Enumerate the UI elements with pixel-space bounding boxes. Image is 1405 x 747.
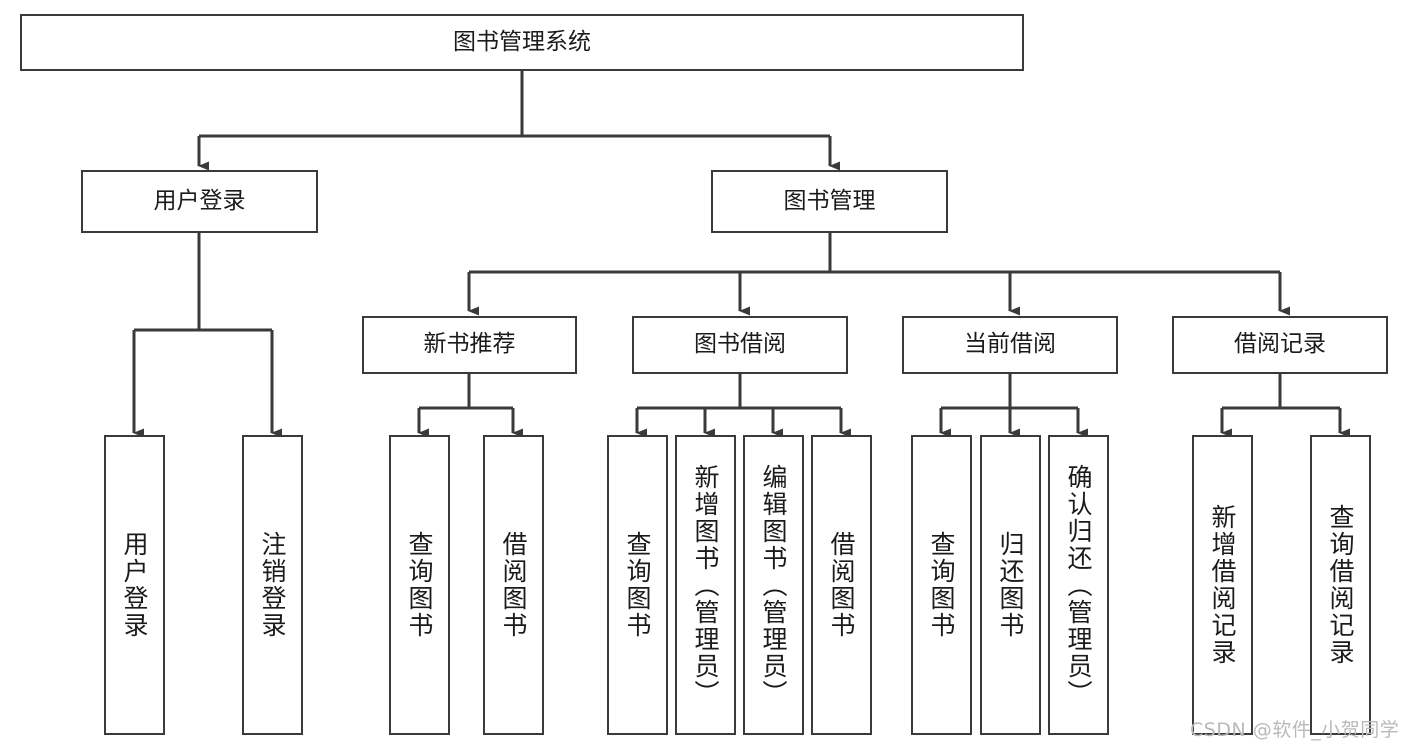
leaf-current-query-book[interactable]: 查询图书	[911, 435, 972, 735]
node-label: 归还图书	[996, 531, 1025, 639]
leaf-current-return-book[interactable]: 归还图书	[980, 435, 1041, 735]
node-label: 借阅图书	[499, 531, 528, 639]
node-label: 图书管理系统	[453, 28, 591, 55]
node-label: 注销登录	[258, 531, 287, 639]
node-current-borrow[interactable]: 当前借阅	[902, 316, 1118, 374]
node-book-management[interactable]: 图书管理	[711, 170, 948, 233]
node-root-system[interactable]: 图书管理系统	[20, 14, 1024, 71]
leaf-logout[interactable]: 注销登录	[242, 435, 303, 735]
node-label: 新增图书（管理员）	[691, 463, 720, 707]
node-book-borrow[interactable]: 图书借阅	[632, 316, 848, 374]
leaf-current-confirm-return-admin[interactable]: 确认归还（管理员）	[1048, 435, 1109, 735]
node-label: 确认归还（管理员）	[1064, 463, 1093, 707]
leaf-record-add-record[interactable]: 新增借阅记录	[1192, 435, 1253, 735]
node-borrow-record[interactable]: 借阅记录	[1172, 316, 1388, 374]
node-label: 用户登录	[153, 187, 246, 214]
csdn-watermark: CSDN @软件_小贺同学	[1190, 719, 1400, 741]
node-label: 当前借阅	[964, 331, 1056, 358]
node-label: 编辑图书（管理员）	[759, 463, 788, 707]
leaf-new-book-query-book[interactable]: 查询图书	[389, 435, 450, 735]
node-label: 图书借阅	[694, 331, 786, 358]
node-label: 借阅图书	[827, 531, 856, 639]
leaf-user-login[interactable]: 用户登录	[104, 435, 165, 735]
node-label: 查询借阅记录	[1326, 504, 1355, 666]
node-label: 新增借阅记录	[1208, 504, 1237, 666]
leaf-borrow-edit-book-admin[interactable]: 编辑图书（管理员）	[743, 435, 804, 735]
node-label: 借阅记录	[1234, 331, 1326, 358]
leaf-borrow-borrow-book[interactable]: 借阅图书	[811, 435, 872, 735]
leaf-borrow-add-book-admin[interactable]: 新增图书（管理员）	[675, 435, 736, 735]
node-label: 用户登录	[120, 531, 149, 639]
leaf-record-query-record[interactable]: 查询借阅记录	[1310, 435, 1371, 735]
leaf-new-book-borrow-book[interactable]: 借阅图书	[483, 435, 544, 735]
node-label: 查询图书	[927, 531, 956, 639]
node-label: 新书推荐	[423, 331, 516, 358]
node-label: 图书管理	[783, 187, 876, 214]
node-user-login[interactable]: 用户登录	[81, 170, 318, 233]
leaf-borrow-query-book[interactable]: 查询图书	[607, 435, 668, 735]
node-new-book-recommend[interactable]: 新书推荐	[362, 316, 577, 374]
node-label: 查询图书	[405, 531, 434, 639]
node-label: 查询图书	[623, 531, 652, 639]
